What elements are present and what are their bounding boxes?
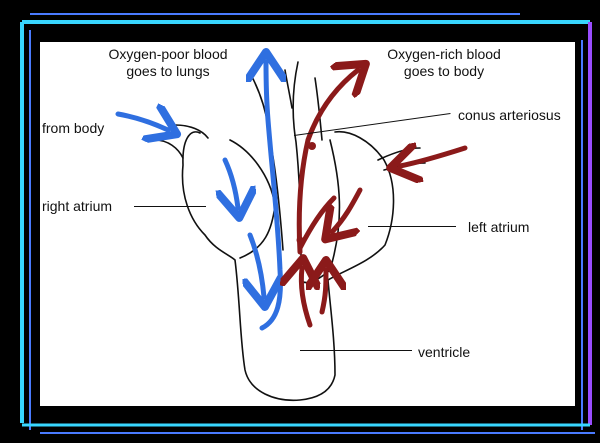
red-arrow-icon (300, 198, 334, 248)
label-left-atrium: left atrium (468, 219, 529, 236)
red-arrow-icon (400, 148, 465, 166)
blue-arrow-icon (118, 114, 168, 130)
leader-line-right-atrium (134, 206, 206, 207)
label-oxygen-poor: Oxygen-poor blood goes to lungs (93, 46, 243, 80)
red-arrow-icon (332, 190, 360, 232)
heart-outline (182, 132, 393, 401)
label-oxygen-poor-line1: Oxygen-poor blood (93, 46, 243, 63)
red-arrow-icon (299, 70, 358, 252)
label-conus-arteriosus: conus arteriosus (458, 107, 561, 124)
label-ventricle: ventricle (418, 344, 470, 361)
label-oxygen-poor-line2: goes to lungs (93, 63, 243, 80)
leader-line-ventricle (300, 350, 412, 351)
label-from-body: from body (42, 120, 104, 137)
label-oxygen-rich-line2: goes to body (372, 63, 516, 80)
label-right-atrium: right atrium (42, 198, 112, 215)
leader-line-left-atrium (368, 226, 456, 227)
blue-arrow-icon (250, 235, 264, 297)
blue-arrow-icon (225, 160, 238, 208)
label-oxygen-rich-line1: Oxygen-rich blood (372, 46, 516, 63)
label-oxygen-rich: Oxygen-rich blood goes to body (372, 46, 516, 80)
red-arrow-icon (301, 268, 310, 325)
